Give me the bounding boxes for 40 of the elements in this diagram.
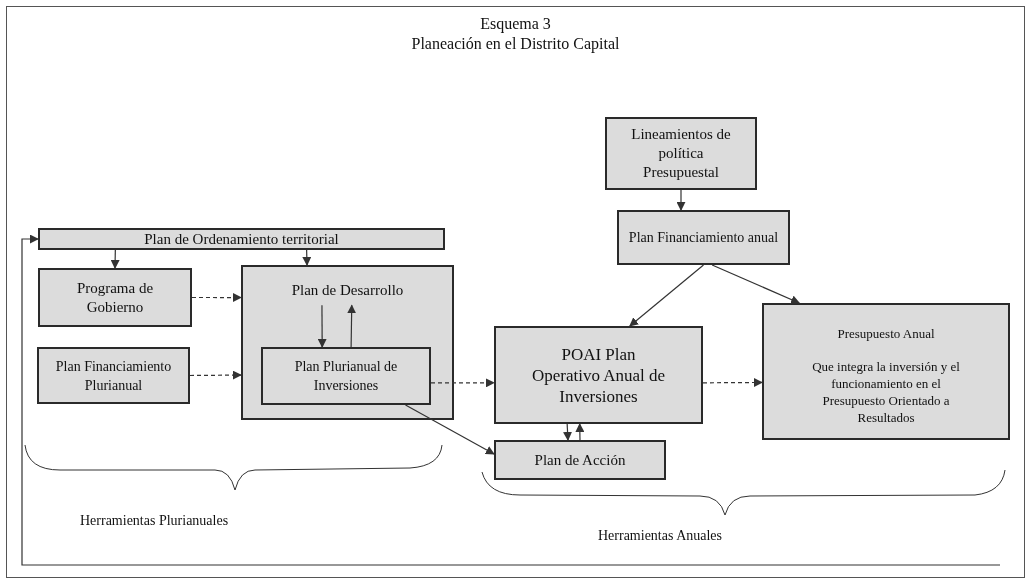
box-title: Plan Financiamiento Plurianual	[54, 357, 173, 395]
process-box	[617, 210, 790, 265]
box-title: Plan de Acción	[534, 450, 626, 470]
process-box	[37, 347, 190, 404]
box-title: Programa de Gobierno	[75, 278, 155, 317]
process-box	[241, 265, 454, 420]
box-text: Que integra la inversión y el funcionamiento en el Presupuesto Orientado a Resultados	[811, 358, 961, 426]
arrow	[563, 423, 573, 441]
arrow	[347, 304, 357, 348]
brace-label: Herramientas Anuales	[598, 527, 722, 545]
arrow	[711, 264, 800, 304]
arrow	[575, 423, 585, 441]
diagram-title: Esquema 3	[480, 14, 551, 34]
arrow	[189, 370, 242, 380]
box-title: Plan de Ordenamiento territorial	[144, 229, 339, 249]
arrow	[702, 378, 763, 387]
brace-label: Herramientas Plurianuales	[80, 512, 229, 530]
process-box	[494, 326, 703, 424]
process-box	[38, 228, 445, 250]
arrow	[302, 249, 312, 266]
box-title: Plan Financiamiento anual	[628, 229, 779, 247]
box-title: Lineamientos de política Presupuestal	[631, 125, 731, 182]
arrow	[317, 304, 327, 348]
arrow	[629, 264, 705, 327]
box-title: Plan Plurianual de Inversiones	[293, 358, 399, 395]
box-title: POAI Plan Operativo Anual de Inversiones	[530, 343, 667, 407]
process-box	[38, 268, 192, 327]
arrow	[430, 378, 495, 388]
process-box	[494, 440, 666, 480]
arrow	[404, 404, 495, 455]
process-box	[762, 303, 1010, 440]
arrow	[676, 189, 686, 211]
arrow	[21, 234, 1001, 566]
box-title: Plan de Desarrollo	[291, 281, 404, 300]
arrow	[110, 249, 120, 269]
process-box	[261, 347, 431, 405]
box-title: Presupuesto Anual	[837, 325, 935, 342]
process-box	[605, 117, 757, 190]
diagram-subtitle: Planeación en el Distrito Capital	[411, 34, 620, 54]
arrow	[191, 293, 242, 303]
